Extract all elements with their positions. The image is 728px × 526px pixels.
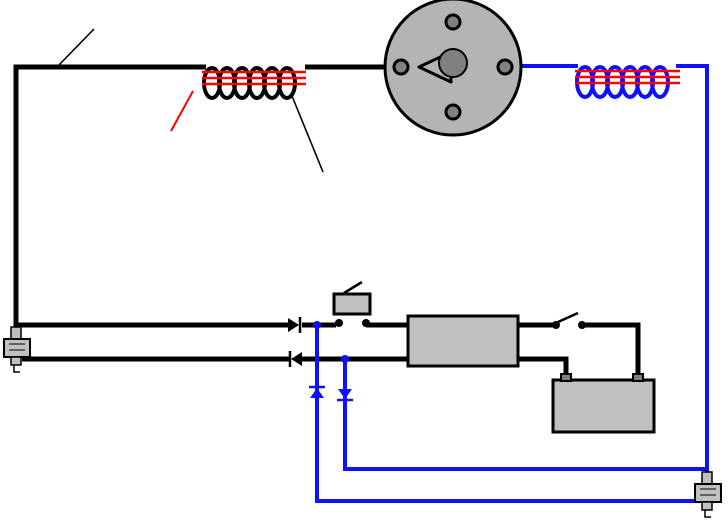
leader-line-coil <box>291 95 324 173</box>
battery-terminal-neg <box>560 373 572 382</box>
spark-plug-left <box>3 326 31 373</box>
rotor-hub <box>438 48 468 78</box>
junction-dot-right <box>341 355 349 363</box>
black-wiring <box>13 64 641 380</box>
junction-dot-left <box>313 321 321 329</box>
diode-icon <box>310 388 324 398</box>
spark-plug-icon <box>10 326 22 340</box>
leader-lines <box>57 28 324 173</box>
knife-switch-icon <box>552 321 560 329</box>
distributor-contact-bottom <box>444 103 462 121</box>
battery <box>551 373 656 434</box>
spark-plug-right <box>694 471 722 518</box>
wire-plug-left-upper <box>13 322 290 328</box>
diode-vertical-left <box>309 385 325 398</box>
distributor-contact-left <box>392 58 410 76</box>
battery-icon <box>551 378 656 434</box>
ignition-switch <box>552 311 586 329</box>
wire-switch-to-battery-pos <box>583 322 641 380</box>
ignition-coil-primary <box>202 66 306 100</box>
control-module <box>406 314 520 368</box>
distributor <box>383 0 523 137</box>
wire-control-to-battery-neg <box>518 356 569 380</box>
distributor-contact-top <box>444 13 462 31</box>
diode-icon <box>288 318 299 332</box>
diode-bottom-horizontal <box>288 351 302 367</box>
blue-wiring <box>315 64 709 503</box>
battery-terminal-pos <box>632 373 644 382</box>
diode-top-horizontal <box>288 317 302 333</box>
ignition-coil-secondary <box>575 65 680 99</box>
diode-icon <box>291 352 302 366</box>
leader-line-top-left <box>57 28 95 67</box>
wire-blue-coil-to-right-plug <box>676 64 709 472</box>
diode-vertical-right <box>337 389 353 402</box>
push-button-switch <box>332 280 372 327</box>
diode-icon <box>338 389 352 399</box>
distributor-contact-right <box>496 58 514 76</box>
wire-top-left <box>13 64 206 328</box>
spark-plug-icon <box>701 471 713 485</box>
wire-vertical-left <box>315 325 702 503</box>
push-button-switch-icon <box>332 292 372 316</box>
leader-line-red <box>170 90 194 132</box>
